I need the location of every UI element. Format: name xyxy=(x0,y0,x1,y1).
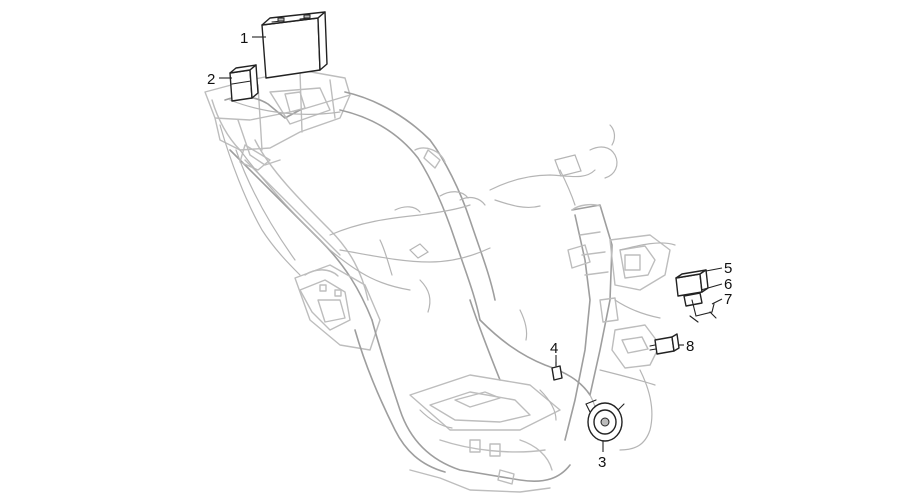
callout-3: 3 xyxy=(598,441,606,471)
wiring-harness xyxy=(219,99,676,451)
callout-5: 5 xyxy=(705,260,732,277)
callout-label-8: 8 xyxy=(686,338,694,355)
callout-2: 2 xyxy=(207,71,232,88)
sensor-part xyxy=(551,361,563,381)
horn-part xyxy=(585,399,625,442)
callout-1: 1 xyxy=(240,30,266,47)
relay-part xyxy=(229,64,259,102)
callout-label-2: 2 xyxy=(207,71,215,88)
callout-7: 7 xyxy=(711,291,732,308)
callout-label-7: 7 xyxy=(724,291,732,308)
callout-label-6: 6 xyxy=(724,276,732,293)
battery-part xyxy=(261,11,328,79)
callout-label-1: 1 xyxy=(240,30,248,47)
callout-label-3: 3 xyxy=(598,454,606,471)
leader-line-5 xyxy=(705,267,723,272)
callout-4: 4 xyxy=(550,340,558,366)
leader-line-7 xyxy=(711,298,723,305)
connector-part xyxy=(649,333,680,355)
flasher-unit-part xyxy=(675,269,709,297)
bracket-part xyxy=(689,299,717,323)
rubber-holder-part xyxy=(683,292,703,307)
callout-label-5: 5 xyxy=(724,260,732,277)
callout-8: 8 xyxy=(678,338,694,355)
callout-label-4: 4 xyxy=(550,340,558,357)
callout-6: 6 xyxy=(700,276,732,293)
leader-line-6 xyxy=(700,283,723,291)
